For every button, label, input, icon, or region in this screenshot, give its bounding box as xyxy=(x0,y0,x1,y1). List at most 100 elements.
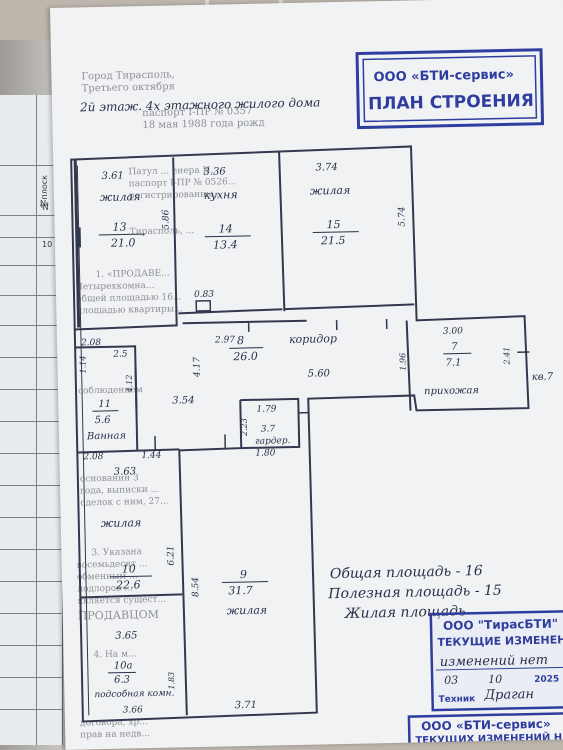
area-note: Общая площадь - 16 Полезная площадь - 15… xyxy=(327,563,502,622)
floor-plan-drawing: Город Тирасполь, Третьего октября паспор… xyxy=(70,48,563,748)
room-15-dim-top: 3.74 xyxy=(315,162,337,173)
wardrobe-dim-bottom: 1.80 xyxy=(255,448,276,458)
bath-dim-side: 4.12 xyxy=(125,375,134,394)
room-9-number: 9 xyxy=(240,568,247,581)
hall-dim-top: 3.00 xyxy=(443,326,464,336)
room-10-dim-side: 6.21 xyxy=(166,545,176,565)
header-city: Город Тирасполь, xyxy=(81,69,175,82)
table-row-line xyxy=(0,677,62,678)
dim-114: 1.14 xyxy=(78,355,87,373)
table-row-line xyxy=(0,709,62,710)
bg-line: площадью квартиры... xyxy=(76,304,183,316)
table-row-line xyxy=(0,421,62,422)
table-header-plosk: № плоск xyxy=(40,175,49,212)
wardrobe-number: 3.7 xyxy=(261,424,276,434)
stamp-top: ООО «БТИ-сервис» ПЛАН СТРОЕНИЯ xyxy=(355,48,545,130)
bath-area: 5.6 xyxy=(95,415,112,426)
room-13-fraction-line xyxy=(98,233,145,236)
stamp-bottom-2: ООО «БТИ-сервис» ТЕКУЩИХ ИЗМЕНЕНИЙ НЕТ xyxy=(407,711,563,748)
table-row-line xyxy=(0,645,62,646)
bg-line: соблюдением xyxy=(78,384,143,396)
room-10-dim-top: 3.63 xyxy=(114,466,136,477)
stamp-bottom-signature: Драган xyxy=(483,687,534,703)
room-10a-fraction-line xyxy=(107,671,136,674)
stamp-bottom-day: 03 xyxy=(444,674,458,687)
corridor-area: 26.0 xyxy=(232,350,258,364)
hall-fraction-line xyxy=(443,352,472,355)
stamp-top-org: ООО «БТИ-сервис» xyxy=(373,67,514,85)
corridor-dim-lower: 3.54 xyxy=(172,395,194,406)
bg-line: 3. Указана xyxy=(91,547,142,558)
stamp-top-plan: ПЛАН СТРОЕНИЯ xyxy=(368,91,534,114)
bg-line: Тирасполь, ... xyxy=(130,226,195,237)
area-total: Общая площадь - 16 xyxy=(330,563,483,582)
dim-144: 1.44 xyxy=(141,451,162,461)
bath-dim-top: 2.08 xyxy=(80,338,102,348)
stamp-bottom2-org: ООО «БТИ-сервис» xyxy=(421,717,551,734)
bg-line: регистрированны... xyxy=(129,189,222,201)
bg-line: договора, хр... xyxy=(80,717,148,728)
bg-line: общей площадью 16... xyxy=(76,291,182,304)
stamp-bottom-line xyxy=(435,666,563,671)
bg-line: 4. На м... xyxy=(93,649,136,660)
table-header-no: № xyxy=(40,199,49,208)
table-row-line xyxy=(0,215,62,216)
bg-line: 1. «ПРОДАВЕ... xyxy=(95,269,169,281)
kitchen-number: 14 xyxy=(219,222,233,235)
room-15-area: 21.5 xyxy=(320,234,346,248)
wardrobe-dim-side: 2.23 xyxy=(240,418,249,437)
kitchen-area: 13.4 xyxy=(213,238,238,252)
table-row-line xyxy=(0,517,62,518)
wardrobe-name: гардер. xyxy=(255,436,291,447)
bg-line: основании 3 xyxy=(80,473,139,484)
room-10a-dim-side: 1.83 xyxy=(167,672,176,690)
bath-name: Ванная xyxy=(86,431,126,443)
bg-line: паспорт I-ПР № 0526... xyxy=(129,177,237,189)
wc-dim: 2.5 xyxy=(112,349,128,359)
bg-line-seller: ПРОДАВЦОМ xyxy=(78,608,160,623)
bg-line: является сущест... xyxy=(77,595,166,607)
table-row-line xyxy=(0,165,62,166)
walls xyxy=(70,145,530,723)
stamp-bottom-month: 10 xyxy=(488,673,502,686)
table-row-line xyxy=(0,265,62,266)
room-9-dim-bottom: 3.71 xyxy=(235,700,257,711)
background-text: Город Тирасполь, Третьего октября паспор… xyxy=(76,69,265,740)
room-10a-number: 10а xyxy=(114,660,133,671)
bg-line: лодлоров ... xyxy=(77,583,133,594)
wardrobe-dim-top: 1.79 xyxy=(256,404,277,414)
table-row-line xyxy=(0,325,62,326)
room-15-number: 15 xyxy=(326,218,340,231)
room-15-dim-side: 5.74 xyxy=(397,206,407,227)
table-value: 10 xyxy=(42,240,53,249)
bg-line: сделок с ним, 27... xyxy=(80,497,169,509)
hall-dim-side: 2.41 xyxy=(502,347,511,366)
room-13-dim-top: 3.61 xyxy=(101,170,123,181)
room-10-fraction-line xyxy=(109,575,152,578)
room-9-area: 31.7 xyxy=(228,584,253,598)
room-10a-area: 6.3 xyxy=(114,674,130,685)
room-9-name: жилая xyxy=(227,604,268,618)
bath-fraction-line xyxy=(92,410,119,412)
room-15-fraction-line xyxy=(312,231,359,234)
hall-name: прихожая xyxy=(424,385,479,397)
stamp-bottom-tech-label: Техник xyxy=(438,694,475,705)
plan-title: 2й этаж. 4х этажного жилого дома xyxy=(79,95,321,114)
left-document-table: № № плоск 10 xyxy=(0,95,63,745)
table-row-line xyxy=(0,237,62,238)
header-passport: паспорт I-ПР № 0357 xyxy=(142,106,252,119)
table-row-line xyxy=(0,549,62,550)
apartment-number: кв.7 xyxy=(532,372,554,383)
bath-dim-bottom: 2.08 xyxy=(82,452,104,462)
kitchen-dim-top: 3.36 xyxy=(203,166,226,177)
room-10-name: жилая xyxy=(101,516,142,530)
bg-line: восемьдесят ... xyxy=(77,559,148,570)
stamp-bottom-hand: изменений нет xyxy=(440,653,549,670)
corridor-dim-length: 5.60 xyxy=(308,368,331,379)
room-13-dim-side: 5.86 xyxy=(161,209,171,230)
table-row-line xyxy=(0,581,62,582)
corridor-fraction-line xyxy=(229,347,264,349)
table-col-line xyxy=(36,95,37,745)
stamp-bottom: ООО "ТирасБТИ" ТЕКУЩИЕ ИЗМЕНЕНИЯ изменен… xyxy=(429,609,563,712)
room-15-name: жилая xyxy=(310,184,351,198)
